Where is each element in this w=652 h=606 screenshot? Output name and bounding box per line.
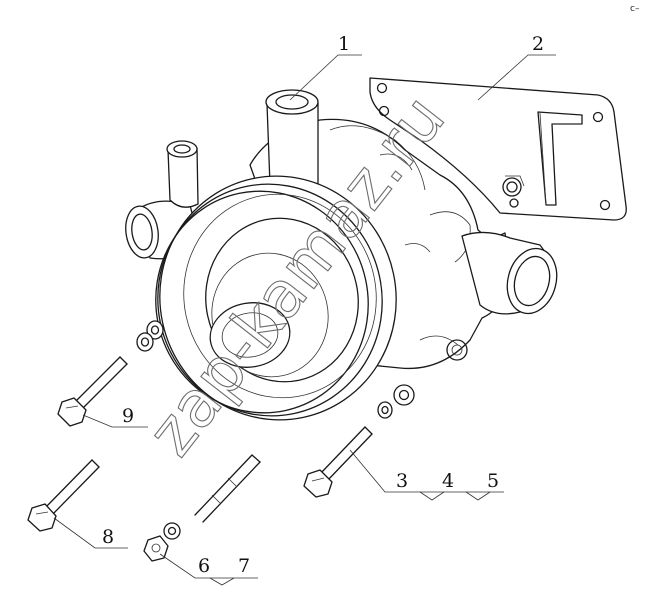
corner-mark: c– (630, 4, 640, 14)
stud-part-6-7 (143, 454, 261, 562)
callout-6: 6 (198, 555, 210, 577)
callout-2: 2 (532, 33, 544, 55)
callout-3: 3 (396, 470, 408, 492)
mounting-bracket (369, 77, 627, 221)
leader-lines (53, 54, 556, 586)
callout-1: 1 (338, 33, 350, 55)
small-nozzle (166, 140, 199, 208)
bolt-part-8 (27, 459, 100, 532)
callout-4: 4 (442, 470, 454, 492)
callout-9: 9 (122, 405, 134, 427)
callout-5: 5 (487, 470, 499, 492)
pulley (155, 175, 397, 421)
bolt-part-9 (57, 356, 128, 427)
washers-part-9 (136, 320, 164, 352)
callout-7: 7 (238, 555, 250, 577)
bolt-part-3-4-5 (303, 384, 415, 498)
outlet-pipe (461, 231, 558, 315)
callout-8: 8 (102, 526, 114, 548)
pipe-part-1 (265, 89, 319, 193)
